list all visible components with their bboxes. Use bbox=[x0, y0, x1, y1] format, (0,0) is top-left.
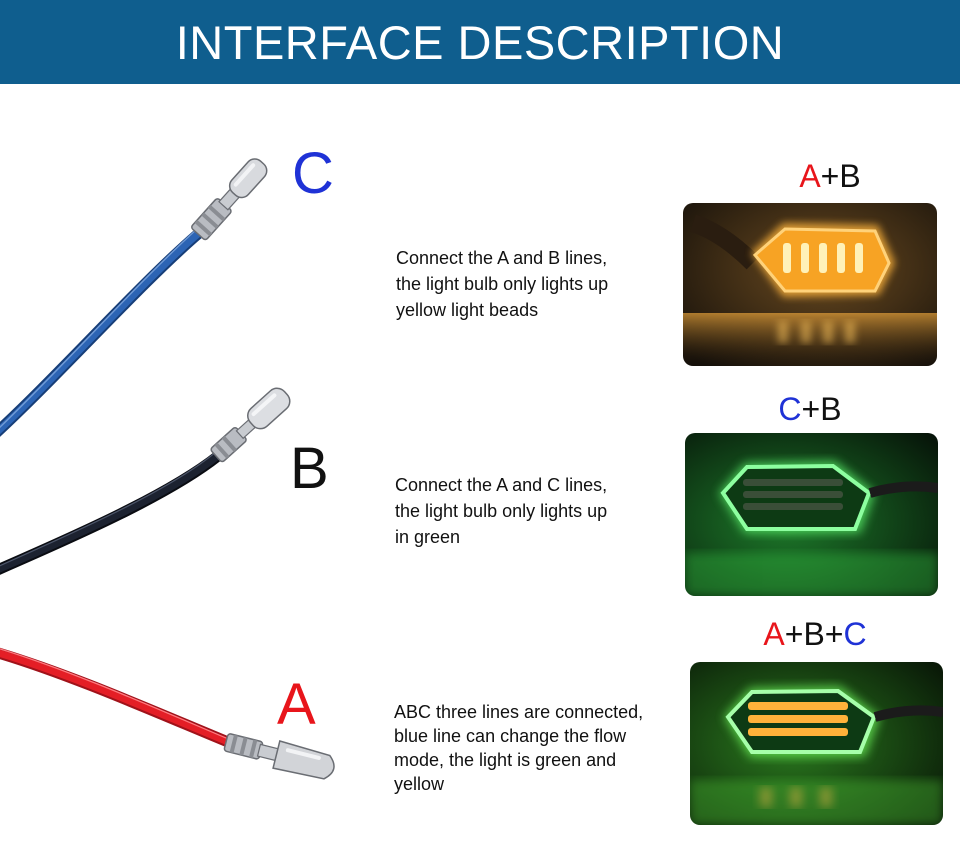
combo-plus: + bbox=[824, 616, 844, 652]
combo-letter-c: C bbox=[778, 391, 802, 427]
description-line: yellow light beads bbox=[396, 300, 539, 320]
photo-green-light bbox=[685, 433, 938, 596]
combo-letter-b: B bbox=[839, 158, 861, 194]
wire-a bbox=[0, 647, 335, 780]
combo-label-ab: A+B bbox=[770, 160, 890, 192]
header-banner: INTERFACE DESCRIPTION bbox=[0, 0, 960, 84]
wire-c bbox=[0, 158, 268, 437]
combo-letter-b: B bbox=[803, 616, 825, 652]
description-line: the light bulb only lights up bbox=[396, 274, 609, 294]
wire-b bbox=[0, 387, 291, 575]
combo-label-abc: A+B+C bbox=[740, 618, 890, 650]
wire-label-b: B bbox=[290, 436, 329, 501]
description-line: Connect the A and C lines, bbox=[395, 475, 608, 495]
description-line: ABC three lines are connected, bbox=[394, 702, 644, 722]
description-line: the light bulb only lights up bbox=[395, 501, 608, 521]
combo-label-cb: C+B bbox=[750, 393, 870, 425]
combo-plus: + bbox=[784, 616, 804, 652]
wire-label-c: C bbox=[292, 141, 334, 206]
photo-green-yellow-light bbox=[690, 662, 943, 825]
description-abc: ABC three lines are connected, blue line… bbox=[394, 700, 643, 796]
combo-plus: + bbox=[820, 158, 840, 194]
wires-illustration bbox=[0, 158, 335, 780]
combo-plus: + bbox=[801, 391, 821, 427]
combo-letter-a: A bbox=[763, 616, 785, 652]
description-line: in green bbox=[395, 527, 461, 547]
description-line: mode, the light is green and bbox=[394, 750, 617, 770]
photo-yellow-light bbox=[683, 203, 937, 366]
description-line: Connect the A and B lines, bbox=[396, 248, 608, 268]
description-line: blue line can change the flow bbox=[394, 726, 627, 746]
description-ac: Connect the A and C lines, the light bul… bbox=[395, 472, 607, 550]
combo-letter-b: B bbox=[820, 391, 842, 427]
description-ab: Connect the A and B lines, the light bul… bbox=[396, 245, 608, 323]
page-title: INTERFACE DESCRIPTION bbox=[175, 15, 785, 69]
wire-label-a: A bbox=[277, 672, 316, 737]
combo-letter-a: A bbox=[799, 158, 821, 194]
combo-letter-c: C bbox=[843, 616, 867, 652]
description-line: yellow bbox=[394, 774, 445, 794]
